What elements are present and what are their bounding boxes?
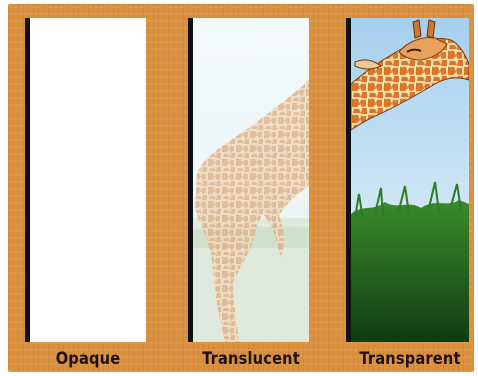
transparent-panel bbox=[351, 18, 469, 342]
opaque-panel bbox=[30, 18, 146, 342]
translucent-label: Translucent bbox=[187, 346, 316, 372]
transparent-label: Transparent bbox=[343, 346, 477, 372]
grass bbox=[351, 200, 469, 342]
transparent-scene bbox=[351, 18, 469, 342]
opaque-label: Opaque bbox=[33, 346, 143, 372]
translucent-scene bbox=[193, 18, 309, 342]
translucent-panel bbox=[193, 18, 309, 342]
